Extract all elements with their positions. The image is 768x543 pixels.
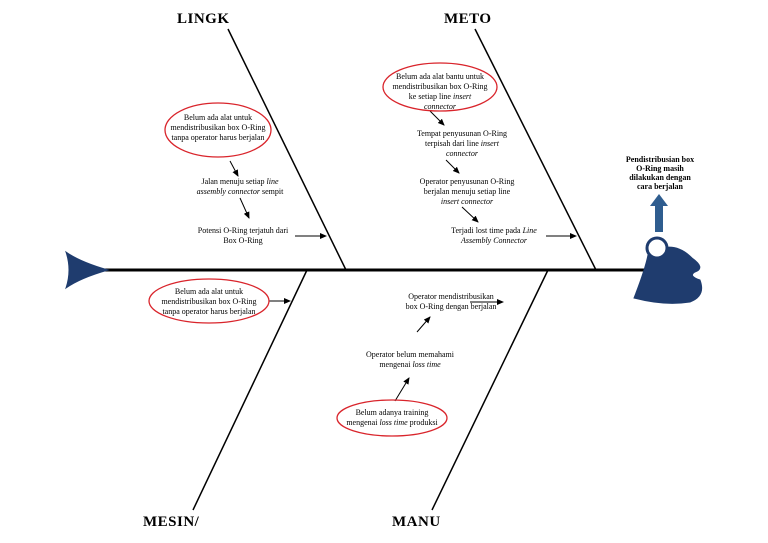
meto-cause-1: Terjadi lost time pada Line Assembly Con…: [451, 226, 537, 245]
meto-arrow-1: [429, 110, 445, 126]
bone-mesin: [192, 269, 308, 511]
meto-root-cause: Belum ada alat bantu untuk mendistribusi…: [392, 72, 488, 111]
effect-arrow-head: [650, 194, 668, 206]
manu-root-ellipse: [336, 399, 448, 437]
lingk-root-cause: Belum ada alat untuk mendistribusikan bo…: [170, 113, 266, 142]
meto-cause-3: Tempat penyusunan O-Ring terpisah dari l…: [416, 129, 508, 158]
lingk-cause-2: Jalan menuju setiap line assembly connec…: [196, 177, 284, 196]
manu-arrow-2: [416, 316, 431, 333]
fish-tail: [65, 250, 110, 290]
lingk-arrow-2: [239, 197, 250, 219]
category-mesin: MESIN/: [143, 514, 200, 530]
effect-arrow-shaft: [655, 204, 663, 232]
bone-manu: [431, 269, 549, 511]
lingk-cause-1: Potensi O-Ring terjatuh dari Box O-Ring: [197, 226, 289, 245]
lingk-root-ellipse: [164, 102, 272, 158]
lingk-arrow-1: [229, 160, 239, 177]
effect-label: Pendistribusian box O-Ring masih dilakuk…: [625, 155, 695, 191]
mesin-root-cause: Belum ada alat untuk mendistribusikan bo…: [161, 287, 257, 316]
meto-arrow-3: [461, 206, 479, 223]
fish-head: [633, 246, 703, 304]
fish-eye: [645, 236, 669, 260]
meto-arrow-2: [445, 159, 460, 174]
manu-cause-1: Operator mendistribusikan box O-Ring den…: [405, 292, 497, 311]
bone-meto: [474, 28, 597, 271]
category-lingk: LINGK: [177, 11, 230, 27]
manu-cause-2: Operator belum memahami mengenai loss ti…: [366, 350, 454, 369]
category-manu: MANU: [392, 514, 441, 530]
meto-root-ellipse: [382, 62, 498, 112]
category-meto: METO: [444, 11, 492, 27]
meto-cause-2: Operator penyusunan O-Ring berjalan menu…: [419, 177, 515, 206]
manu-root-cause: Belum adanya training mengenai loss time…: [346, 408, 438, 427]
mesin-root-ellipse: [148, 278, 270, 324]
manu-arrow-3: [394, 377, 410, 402]
bone-lingk: [227, 28, 347, 271]
